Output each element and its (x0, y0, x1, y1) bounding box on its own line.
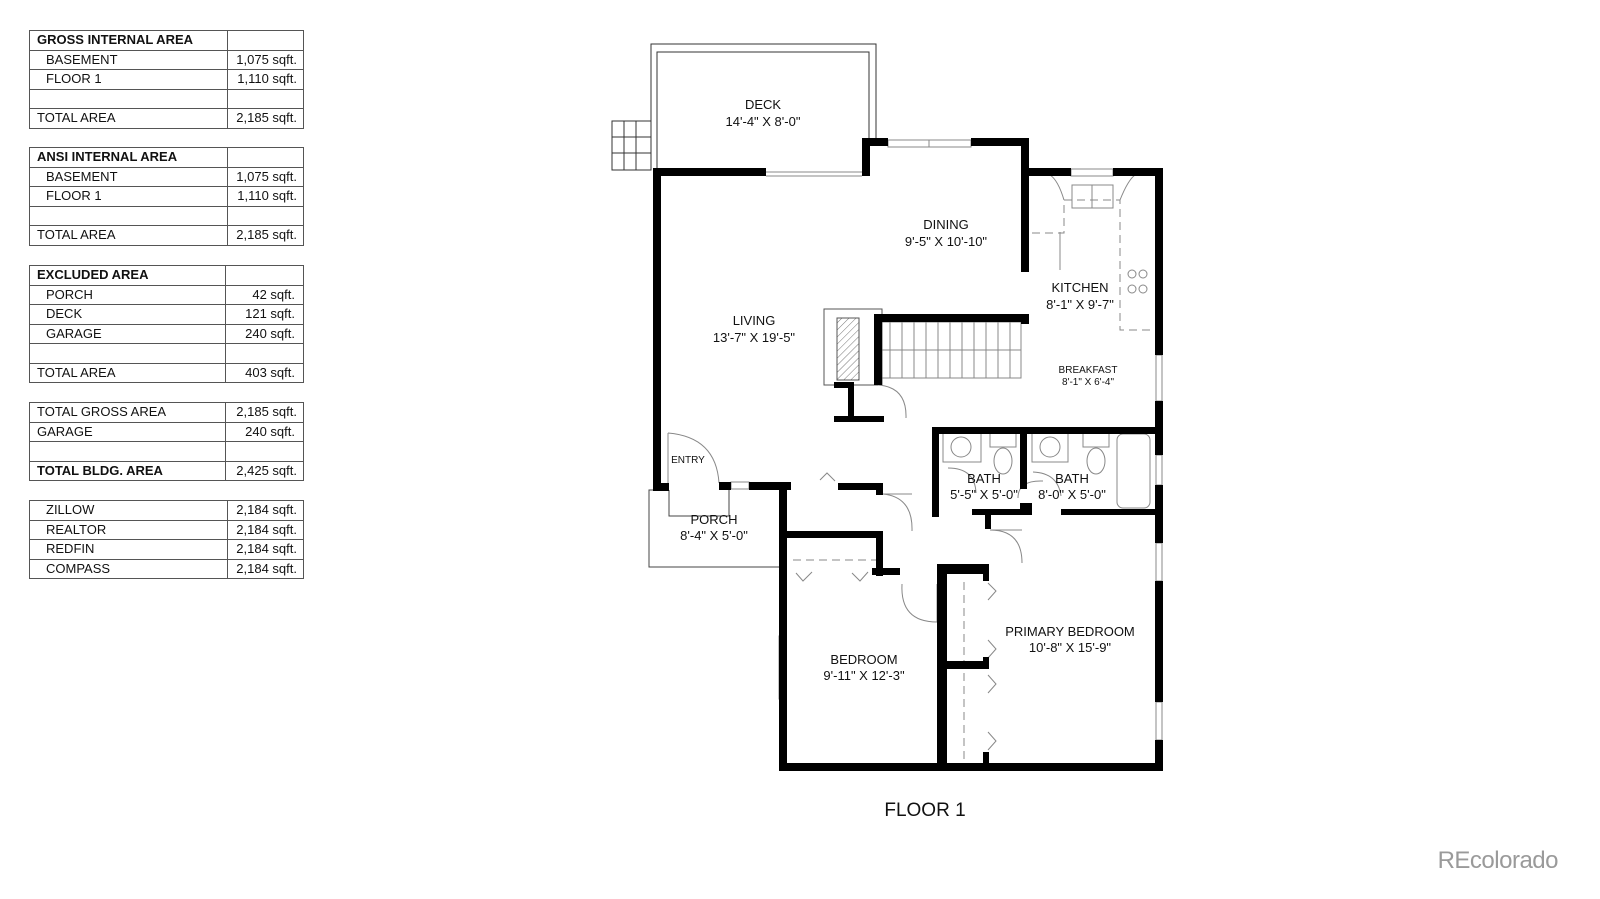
floor-title: FLOOR 1 (884, 800, 966, 821)
room-label-bath-1: BATH (967, 471, 1001, 486)
room-dims-breakfast: 8'-1" X 6'-4" (1062, 377, 1115, 388)
room-dims-primary-bedroom: 10'-8" X 15'-9" (1029, 640, 1112, 655)
room-label-dining: DINING (923, 217, 969, 232)
room-dims-living: 13'-7" X 19'-5" (713, 330, 796, 345)
room-label-porch: PORCH (691, 512, 738, 527)
room-label-deck: DECK (745, 97, 781, 112)
room-label-primary-bedroom: PRIMARY BEDROOM (1005, 624, 1135, 639)
room-dims-kitchen: 8'-1" X 9'-7" (1046, 297, 1114, 312)
room-label-living: LIVING (733, 313, 776, 328)
room-label-entry: ENTRY (671, 455, 705, 466)
room-label-breakfast: BREAKFAST (1059, 365, 1118, 376)
room-label-bath-2: BATH (1055, 471, 1089, 486)
deck-outline (611, 43, 877, 171)
walls (653, 138, 1163, 771)
room-labels: DECK 14'-4" X 8'-0" DINING 9'-5" X 10'-1… (671, 97, 1135, 683)
room-dims-bath-2: 8'-0" X 5'-0" (1038, 487, 1106, 502)
table-row (29, 205, 304, 226)
room-dims-bath-1: 5'-5" X 5'-0" (950, 487, 1018, 502)
room-label-bedroom: BEDROOM (830, 652, 897, 667)
room-dims-porch: 8'-4" X 5'-0" (680, 528, 748, 543)
room-dims-dining: 9'-5" X 10'-10" (905, 234, 988, 249)
room-dims-deck: 14'-4" X 8'-0" (726, 114, 801, 129)
brand-watermark: REcolorado (1437, 847, 1559, 874)
room-label-kitchen: KITCHEN (1051, 280, 1108, 295)
room-dims-bedroom: 9'-11" X 12'-3" (823, 668, 905, 683)
table-header: ANSI INTERNAL AREA (29, 147, 228, 168)
table-row (29, 343, 304, 364)
